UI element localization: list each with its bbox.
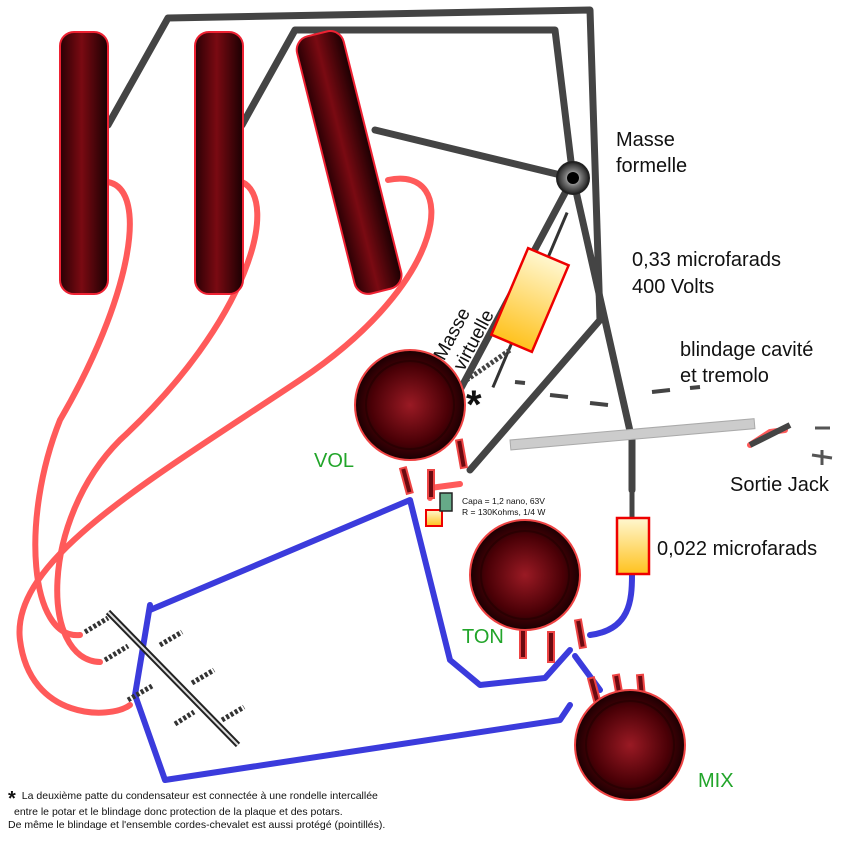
footnote: * La deuxième patte du condensateur est c… (8, 788, 568, 832)
label-vol: VOL (314, 450, 354, 472)
capacitor-0022-icon (615, 490, 651, 576)
pickup-middle (194, 31, 244, 295)
sortie-jack-icon (811, 426, 833, 465)
footnote-star: * (8, 788, 16, 810)
treble-bleed-capacitor-icon (425, 492, 453, 527)
jack-ground-wire (748, 422, 792, 448)
footnote-line-1: La deuxième patte du condensateur est co… (21, 790, 378, 802)
label-capa-note-2: R = 130Kohms, 1/4 W (462, 507, 545, 517)
label-cap033-2: 400 Volts (632, 276, 714, 298)
label-masse-formelle-2: formelle (616, 155, 687, 177)
masse-formelle-washer-icon (556, 161, 590, 195)
label-masse-formelle-1: Masse (616, 129, 675, 151)
label-blindage-2: et tremolo (680, 365, 769, 387)
jack-cable (509, 418, 756, 451)
label-cap0022: 0,022 microfarads (657, 538, 817, 560)
label-sortie-jack: Sortie Jack (730, 474, 830, 496)
pot-ton (469, 519, 587, 663)
label-capa-note-1: Capa = 1,2 nano, 63V (462, 496, 545, 506)
pot-mix (574, 673, 686, 801)
pot-vol (354, 349, 468, 499)
capacitor-033-icon (489, 211, 571, 389)
label-ton: TON (462, 626, 504, 648)
label-blindage-1: blindage cavité (680, 339, 813, 361)
pickup-neck (59, 31, 109, 295)
masse-virtuelle-wire (456, 347, 512, 389)
footnote-line-3: De même le blindage et l'ensemble cordes… (8, 819, 386, 831)
label-mix: MIX (698, 770, 734, 792)
selector-switch-icon (83, 609, 246, 748)
pickup-bridge (295, 30, 403, 295)
signal-wires (132, 497, 635, 783)
footnote-line-2: entre le potar et le blindage donc prote… (14, 806, 343, 818)
blindage-dashes (514, 380, 701, 407)
label-asterisk: * (466, 383, 482, 427)
label-cap033-1: 0,33 microfarads (632, 249, 781, 271)
